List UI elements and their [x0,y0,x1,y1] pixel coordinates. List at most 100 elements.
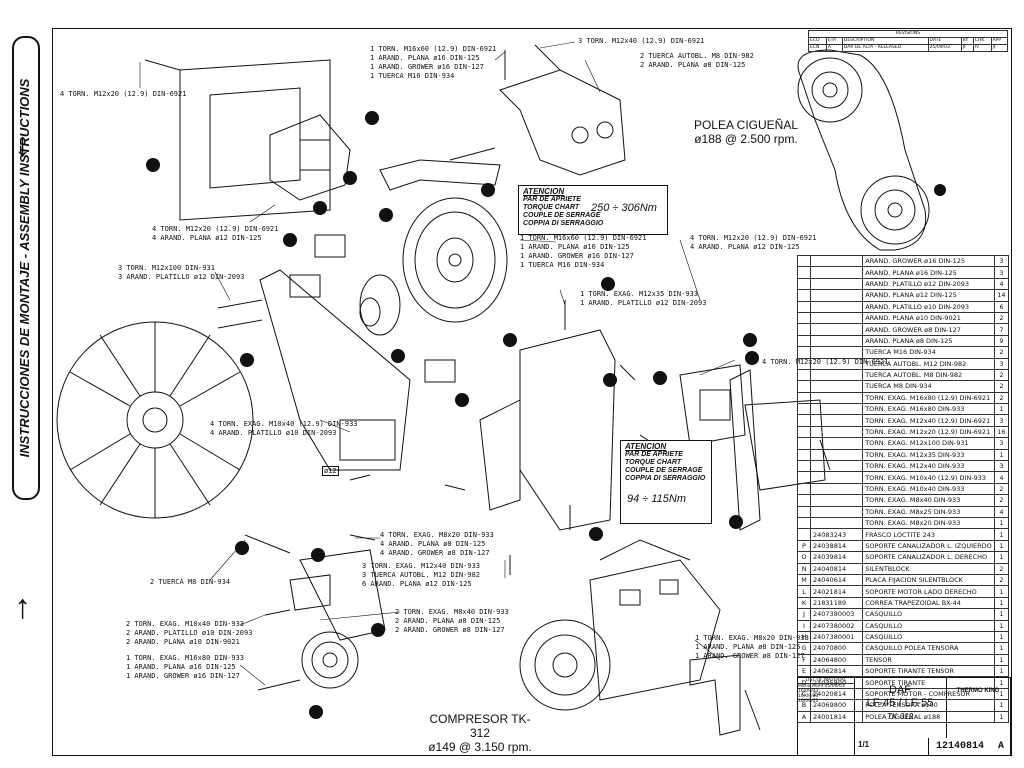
bom-part-number [810,346,864,359]
bom-quantity: 2 [993,346,1010,359]
bom-part-number: 24040814 [810,562,864,575]
silentblock [679,364,746,446]
callout-label: 4 ARAND. PLANA ø12 DIN-125 [152,234,262,242]
bom-description: SOPORTE CANALIZADOR L. DERECHO [862,551,995,564]
bom-item-letter: A [796,710,812,724]
bom-item-letter [796,437,812,450]
bom-description: CASQUILLO [862,630,995,644]
rev-cell: DAR DE ALTA - RELEASED [841,44,929,52]
callout-label: 2 ARAND. PLANA ø8 DIN-125 [395,617,501,625]
bom-quantity: 3 [993,254,1010,268]
revision-table: REVISIONS ECO ETA DESCRIPTION DATE BY CH… [808,30,1009,52]
bom-item-letter: H [796,630,812,644]
bom-description: ARAND. GROWER ø8 DIN-127 [862,323,995,336]
revision-header: ECO ETA DESCRIPTION DATE BY CHK APP [808,37,1009,45]
bom-part-number [810,254,864,268]
pulley-label-line2: ø188 @ 2.500 rpm. [694,132,798,146]
bom-description: CORREA TRAPEZOIDAL BX-44 [862,596,995,610]
bom-item-letter [796,414,812,427]
bom-quantity: 1 [993,699,1010,712]
bom-description: TORN. EXAG. M8x40 DIN-933 [862,494,995,507]
title-line1: DAF [889,684,911,696]
callout-label: 1 TORN. M16x60 (12.9) DIN-6921 [370,45,497,53]
bom-item-letter [796,505,812,519]
bom-item-letter [796,391,812,405]
rev-col: BY [960,37,974,45]
callout-label: 1 ARAND. GROWER ø16 DIN-127 [370,63,484,71]
bom-item-letter: F [796,653,812,667]
bom-description: CASQUILLO [862,608,995,621]
bom-description: TORN. EXAG. M16x80 (12.9) DIN-6921 [862,391,995,405]
bom-item-letter: N [796,562,812,575]
bom-part-number: 2407380002 [810,619,864,632]
bom-part-number: 24040614 [810,573,864,587]
bom-description: TORN. EXAG. M12x40 (12.9) DIN-6921 [862,414,995,427]
compressor [519,539,721,711]
bom-item-letter: K [796,596,812,610]
bom-item-letter [796,471,812,484]
bom-description: ARAND. PLANA ø8 DIN-125 [862,334,995,348]
rev-col: CHK [972,37,992,45]
signature-row: Mario Adell 05/09/03 [798,684,845,689]
revision-row: ECN A DAR DE ALTA - RELEASED 25/09/03 JF… [808,44,1009,52]
company-logo: THERMO KING [956,688,1000,694]
drawing-frame [52,28,1012,756]
bom-item-letter [796,277,812,291]
bom-item-letter [796,403,812,416]
top-bracket [499,69,626,176]
bom-quantity: 3 [993,266,1010,279]
torque-value: 94 ÷ 115Nm [627,493,687,505]
bom-quantity: 16 [993,425,1010,439]
bom-item-letter [796,323,812,336]
revision-title: REVISIONS [808,30,1008,38]
bom-description: TUERCA M16 DIN-934 [862,346,995,359]
bom-part-number [810,380,864,393]
torque-box: ATENCION PAR DE APRIETE TORQUE CHART COU… [620,440,712,524]
fan-blades [69,322,241,518]
bom-part-number: 21831189 [810,596,864,610]
bom-part-number [810,448,864,462]
bom-part-number: 24062814 [810,665,864,678]
bom-item-letter: I [796,619,812,632]
belt-diagram [797,49,930,251]
bom-part-number [810,414,864,427]
bom-item-letter: O [796,551,812,564]
bom-quantity: 1 [993,653,1010,667]
bom-description: TUERCA AUTOBL. M12 DIN-982 [862,357,995,370]
bom-part-number [810,425,864,439]
bom-quantity: 2 [993,494,1010,507]
rev-cell: JF [990,44,1009,52]
bom-part-number: 24001814 [810,710,864,724]
callout-label: 1 TORN. M16x60 (12.9) DIN-6921 [520,234,647,242]
bom-description: CASQUILLO [862,619,995,632]
bom-part-number [810,334,864,348]
bom-quantity: 1 [993,403,1010,416]
bom-description: TORN. EXAG. M10x40 (12.9) DIN-933 [862,471,995,484]
bom-item-letter [796,368,812,382]
bom-part-number: 24070800 [810,642,864,655]
bom-item-letter: J [796,608,812,621]
rev-cell: A [825,44,843,52]
bom-part-number: 24064800 [810,653,864,667]
bom-item-letter [796,254,812,268]
rev-col: APP [990,37,1009,45]
signature-row: 16/09/03 [798,694,819,699]
bom-part-number [810,323,864,336]
